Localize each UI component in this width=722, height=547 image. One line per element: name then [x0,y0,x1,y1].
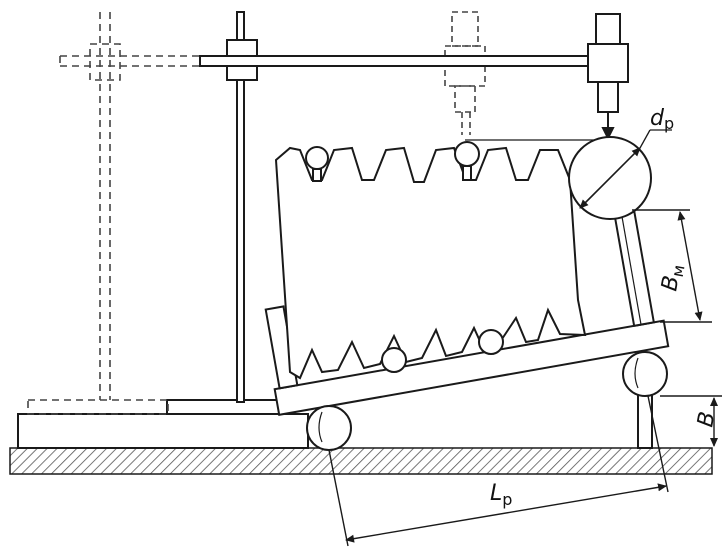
rear-roller [622,351,668,449]
alternate-indicator-dashed [444,11,486,135]
reference-sphere [568,129,672,220]
dimension-b [660,395,722,447]
label-dp: dp [650,106,674,133]
front-roller [306,405,352,451]
label-lp: Lp [490,481,512,509]
base-block [17,399,309,449]
label-b: B [693,410,720,429]
dial-indicator [587,13,629,141]
ground-plate [9,447,713,475]
stand-post [226,11,258,403]
horizontal-arm [199,55,621,67]
dimension-bm [632,209,712,323]
measuring-balls [305,141,504,373]
dimension-lp [328,395,669,547]
alternate-stand-dashed [27,12,205,415]
label-bm: Bм [657,262,688,293]
workpiece [274,146,587,380]
